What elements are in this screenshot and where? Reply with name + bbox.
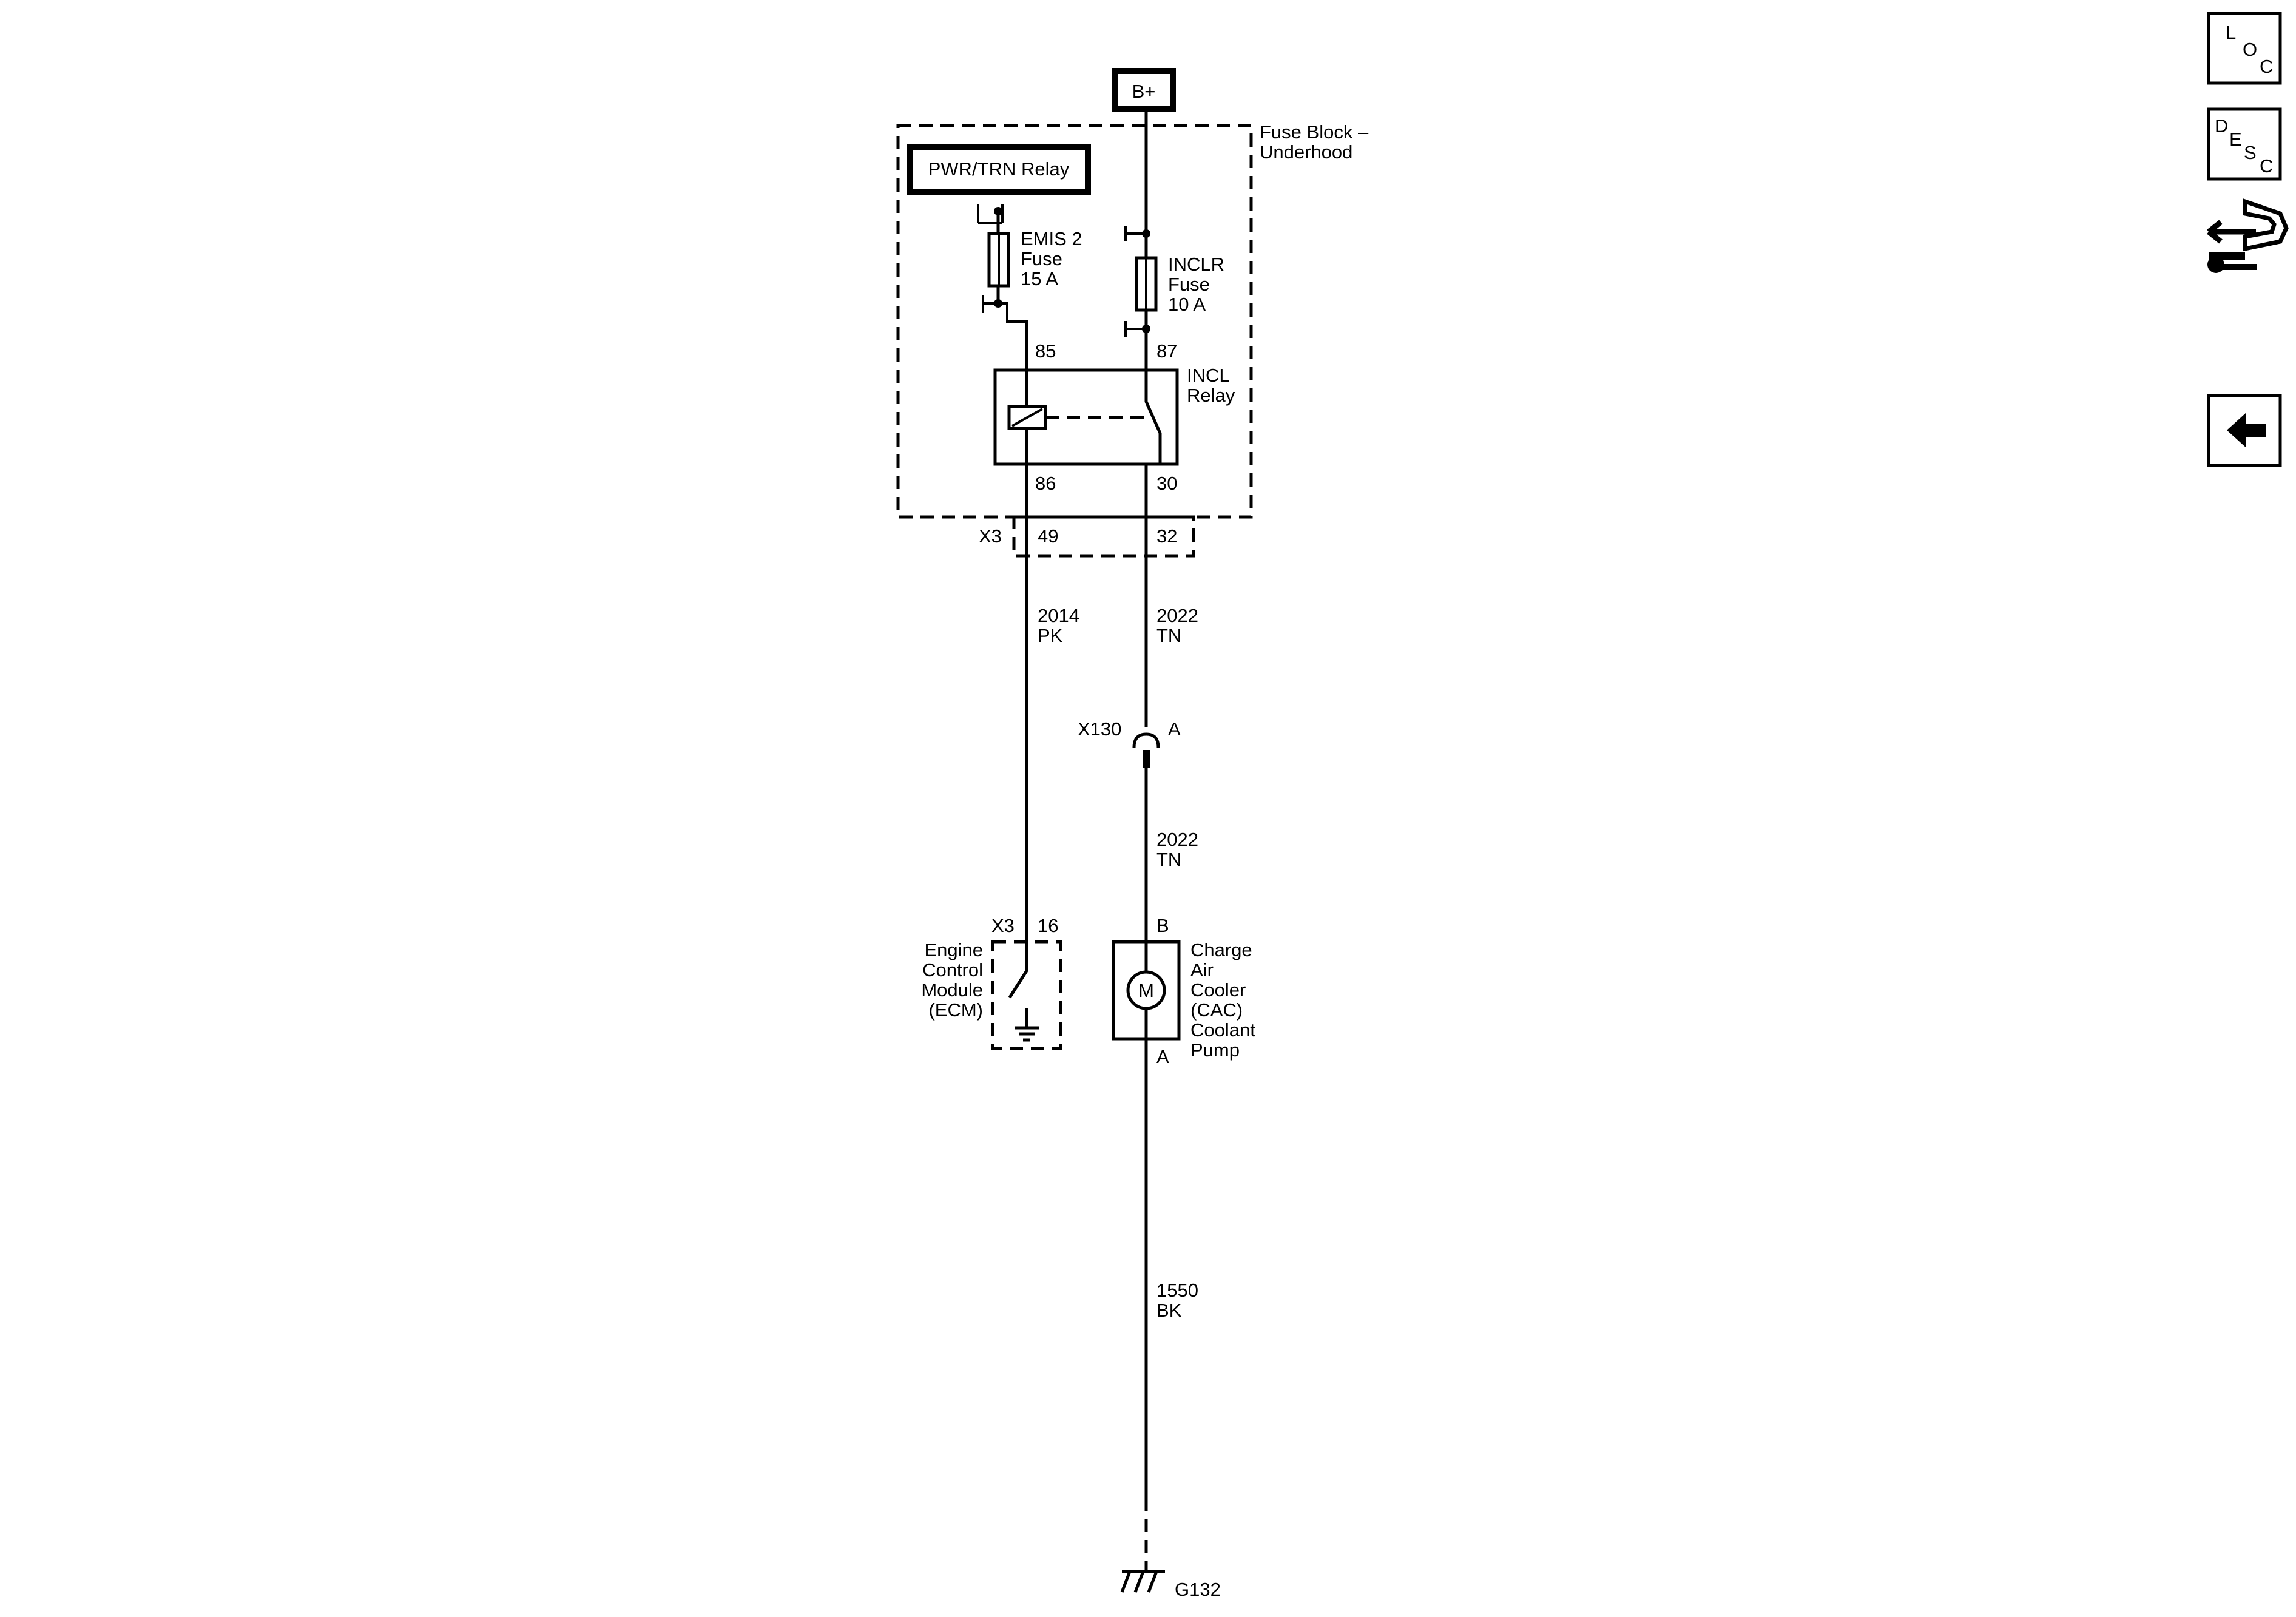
relay-pin-30: 30	[1156, 473, 1177, 494]
ecm-label-line3: Module	[921, 979, 983, 1001]
wire-1550-circuit: 1550	[1156, 1280, 1198, 1301]
x3-pin-32: 32	[1156, 525, 1177, 547]
incl-relay-name: INCL	[1187, 365, 1230, 386]
pwr-trn-relay-label: PWR/TRN Relay	[928, 158, 1070, 180]
pump-label-line2: Air	[1190, 959, 1214, 981]
pump-label-line3: Cooler	[1190, 979, 1246, 1001]
inclr-fuse-rating: 10 A	[1168, 294, 1206, 315]
ecm-connector-x3: X3	[991, 915, 1015, 936]
ecm-label-line1: Engine	[924, 939, 983, 960]
pump-label-line5: Coolant	[1190, 1019, 1255, 1041]
x130-name: X130	[1078, 718, 1121, 740]
description-button[interactable]: D E S C	[2207, 107, 2282, 181]
pump-label-line1: Charge	[1190, 939, 1252, 960]
emis2-fuse-rating: 15 A	[1021, 268, 1058, 289]
loc-letter-c: C	[2260, 56, 2273, 77]
back-button[interactable]	[2207, 394, 2282, 467]
b-plus-label: B+	[1132, 81, 1156, 102]
pump-pin-a: A	[1156, 1046, 1169, 1067]
incl-relay: 85 87 INCL Relay 86 30	[993, 340, 1235, 494]
fuse-block-label-line2: Underhood	[1260, 141, 1352, 163]
battery-power-source: B+	[1112, 68, 1176, 112]
x130-pin-a: A	[1168, 718, 1181, 740]
wire-2014-circuit: 2014	[1038, 605, 1079, 626]
pump-label-line6: Pump	[1190, 1039, 1240, 1061]
x3-top-name: X3	[979, 525, 1002, 547]
connector-x3-top: X3 49 32	[979, 515, 1195, 558]
cac-coolant-pump: B M Charge Air Cooler (CAC) Coolant Pump…	[1112, 915, 1255, 1067]
relay-pin-85: 85	[1035, 340, 1056, 362]
x3-pin-49: 49	[1038, 525, 1058, 547]
ecm-pin-16: 16	[1038, 915, 1058, 936]
wire-2022-lower-color: TN	[1156, 849, 1181, 870]
pump-pin-b: B	[1156, 915, 1169, 936]
incl-relay-word: Relay	[1187, 385, 1235, 406]
pwr-trn-relay-box: PWR/TRN Relay	[907, 144, 1091, 195]
wire-1550-color: BK	[1156, 1300, 1182, 1321]
relay-pin-87: 87	[1156, 340, 1177, 362]
desc-letter-d: D	[2215, 115, 2228, 137]
inclr-fuse-word: Fuse	[1168, 274, 1210, 295]
connector-x130: X130 A	[1078, 718, 1181, 942]
inclr-fuse-name: INCLR	[1168, 254, 1224, 275]
location-button[interactable]: L O C	[2207, 12, 2282, 85]
fuse-block-label-line1: Fuse Block –	[1260, 121, 1369, 143]
wire-2022-upper-circuit: 2022	[1156, 605, 1198, 626]
fuse-block-enclosure	[896, 124, 1253, 519]
desc-letter-s: S	[2244, 142, 2257, 163]
connector-tool-icon[interactable]	[2207, 198, 2289, 273]
ecm-label-line4: (ECM)	[928, 999, 983, 1021]
emis2-fuse-name: EMIS 2	[1021, 228, 1082, 249]
relay-pin-86: 86	[1035, 473, 1056, 494]
engine-control-module: X3 16 Engine Control Module (ECM)	[921, 915, 1062, 1050]
emis2-fuse-word: Fuse	[1021, 248, 1062, 269]
ground-label: G132	[1175, 1579, 1221, 1600]
ground-g132: G132	[1120, 1570, 1221, 1600]
motor-m-label: M	[1138, 980, 1154, 1001]
emis-fuse-circuit: EMIS 2 Fuse 15 A	[977, 204, 1082, 370]
ecm-label-line2: Control	[922, 959, 983, 981]
inclr-fuse-circuit: INCLR Fuse 10 A	[1124, 109, 1224, 370]
wire-2022-lower-circuit: 2022	[1156, 829, 1198, 850]
wire-2014-color: PK	[1038, 625, 1063, 646]
desc-letter-e: E	[2229, 129, 2242, 150]
wire-2022-upper-color: TN	[1156, 625, 1181, 646]
desc-letter-c: C	[2260, 155, 2273, 177]
pump-label-line4: (CAC)	[1190, 999, 1243, 1021]
loc-letter-o: O	[2243, 39, 2257, 60]
loc-letter-l: L	[2226, 22, 2236, 43]
back-arrow-icon	[2227, 413, 2266, 448]
